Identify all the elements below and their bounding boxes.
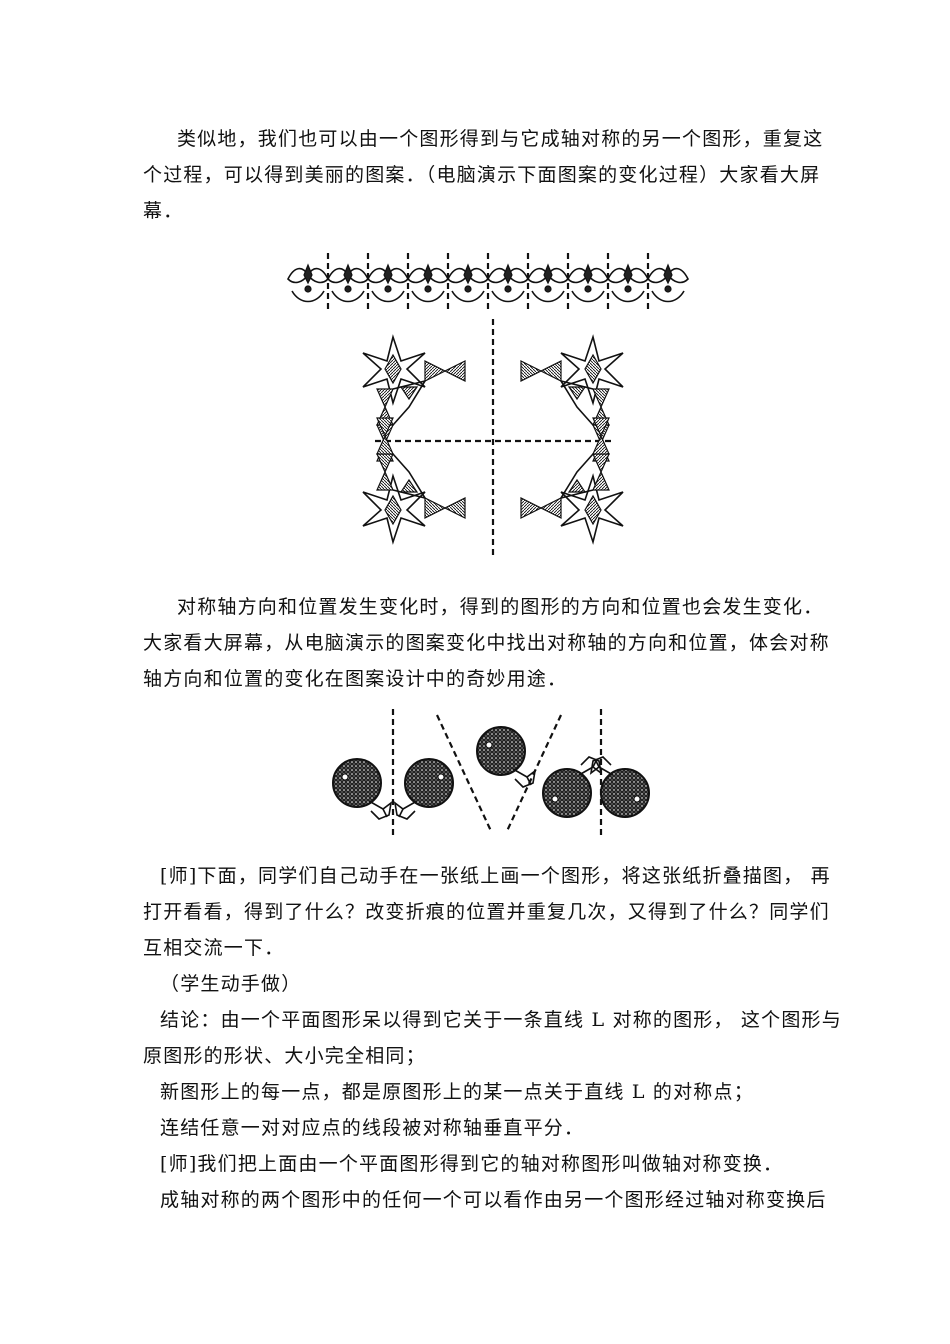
text-line: 大家看大屏幕，从电脑演示的图案变化中找出对称轴的方向和位置，体会对称: [143, 632, 830, 654]
text-line: 对称轴方向和位置发生变化时，得到的图形的方向和位置也会发生变化．: [177, 596, 824, 618]
text-line: 互相交流一下．: [143, 937, 285, 959]
paragraph-intro: 类似地，我们也可以由一个图形得到与它成轴对称的另一个图形，重复这 个过程，可以得…: [143, 121, 824, 229]
text-line: 幕．: [143, 200, 184, 222]
axis-slanted-left: [436, 714, 492, 832]
text-line: [师]下面，同学们自己动手在一张纸上画一个图形，将这张纸折叠描图， 再: [160, 865, 831, 887]
symmetry-pattern-figure: [287, 253, 689, 559]
text-line: 新图形上的每一点，都是原图形上的某一点关于直线 L 的对称点；: [160, 1081, 754, 1103]
fish-motif: [394, 758, 454, 820]
text-line: 原图形的形状、大小完全相同；: [143, 1045, 426, 1067]
flower-border: [287, 253, 689, 311]
text-line: 连结任意一对对应点的线段被对称轴垂直平分．: [160, 1117, 585, 1139]
corner-motif-top-right: [520, 336, 624, 462]
fish-motif: [476, 726, 536, 788]
text-line: （学生动手做）: [160, 973, 302, 995]
fish-motif: [332, 758, 392, 820]
corner-motif-top-left: [362, 336, 466, 462]
text-line: [师]我们把上面由一个平面图形得到它的轴对称图形叫做轴对称变换．: [160, 1153, 784, 1175]
text-line: 个过程，可以得到美丽的图案．（电脑演示下面图案的变化过程）大家看大屏: [143, 164, 821, 186]
paragraph-activity: [师]下面，同学们自己动手在一张纸上画一个图形，将这张纸折叠描图， 再 打开看看…: [143, 858, 842, 1218]
text-line: 打开看看，得到了什么？改变折痕的位置并重复几次，又得到了什么？同学们: [143, 901, 830, 923]
paragraph-axis-change: 对称轴方向和位置发生变化时，得到的图形的方向和位置也会发生变化． 大家看大屏幕，…: [143, 589, 830, 697]
text-line: 成轴对称的两个图形中的任何一个可以看作由另一个图形经过轴对称变换后: [160, 1189, 827, 1211]
text-line: 结论：由一个平面图形呆以得到它关于一条直线 L 对称的图形， 这个图形与: [160, 1009, 842, 1031]
fish-reflection-figure: [332, 709, 650, 839]
text-line: 轴方向和位置的变化在图案设计中的奇妙用途．: [143, 668, 568, 690]
corner-motif-bottom-right: [520, 417, 624, 543]
text-line: 类似地，我们也可以由一个图形得到与它成轴对称的另一个图形，重复这: [177, 128, 824, 150]
corner-motif-bottom-left: [362, 417, 466, 543]
